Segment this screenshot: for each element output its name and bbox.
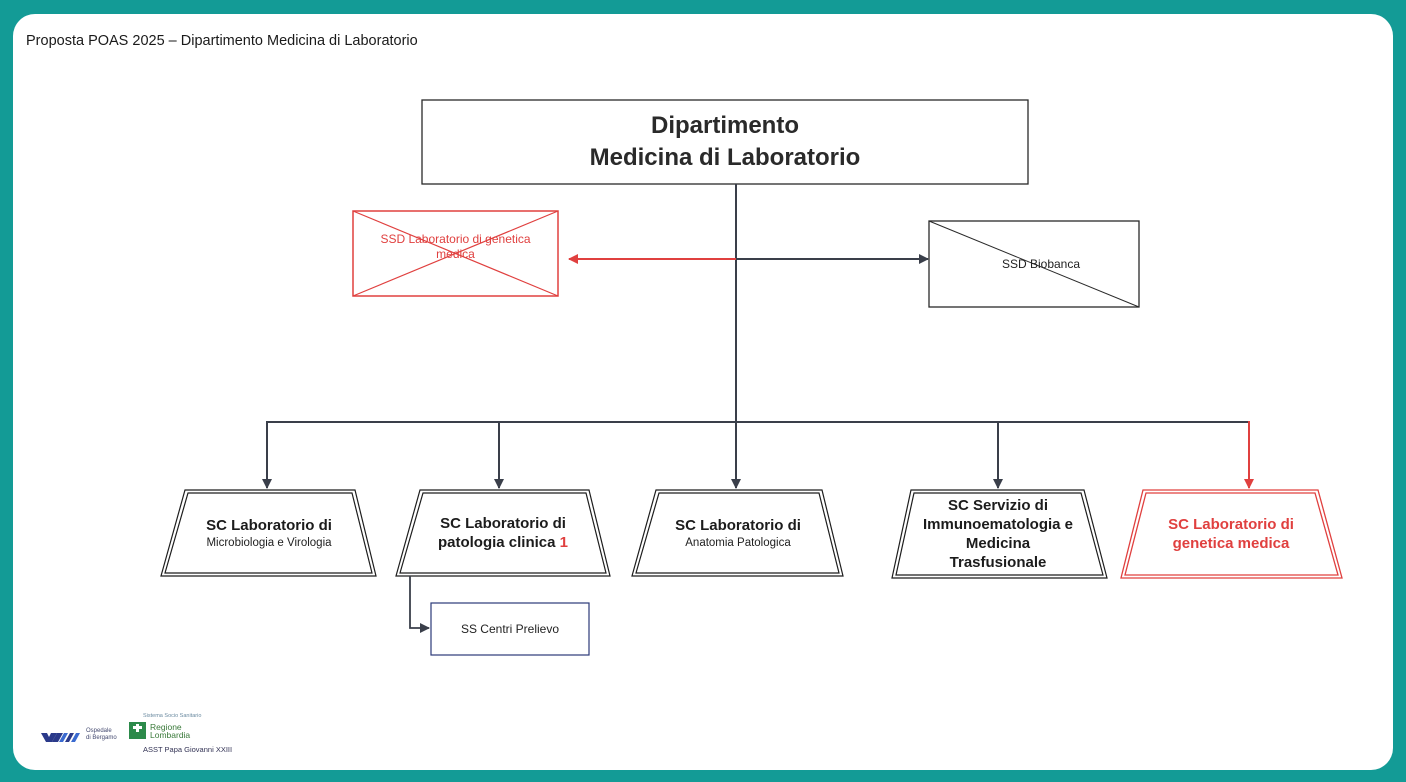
sc-microbiologia-subtitle: Microbiologia e Virologia	[206, 536, 332, 549]
ssd-biobanca-strike	[928, 220, 1140, 308]
sc-patologia-line2: patologia clinica 1	[438, 533, 568, 552]
ssd-genetica-line1: SSD Laboratorio di genetica	[380, 231, 531, 246]
sc-immunoematologia-line3: Medicina	[965, 535, 1031, 552]
sc-immunoematologia-line1: SC Servizio di	[947, 497, 1049, 514]
ssd-genetica-label: SSD Laboratorio di genetica medica	[353, 211, 558, 296]
sc-shape-microbiologia	[160, 489, 377, 577]
department-box	[421, 99, 1029, 185]
ssd-biobanca-label: SSD Biobanca	[929, 221, 1139, 307]
ssd-genetica-cross-2	[352, 210, 559, 297]
sc-patologia-line1: SC Laboratorio di	[440, 515, 566, 532]
department-label: Dipartimento Medicina di Laboratorio	[422, 100, 1028, 184]
page-title: Proposta POAS 2025 – Dipartimento Medici…	[26, 33, 418, 49]
sc-microbiologia-title: SC Laboratorio di	[206, 516, 332, 534]
sc-patologia-label: SC Laboratorio di patologia clinica 1	[408, 492, 598, 574]
sc-immunoematologia-label: SC Servizio di Immunoematologia e Medici…	[900, 492, 1096, 576]
sc-anatomia-title: SC Laboratorio di	[675, 516, 801, 534]
org-chart-slide: Proposta POAS 2025 – Dipartimento Medici…	[13, 14, 1393, 770]
sc-shape-immunoematologia	[891, 489, 1108, 579]
sc-shape-anatomia	[631, 489, 844, 577]
org-chart-diagram	[41, 99, 1343, 742]
sc-shape-patologia	[395, 489, 611, 577]
sc-anatomia-subtitle: Anatomia Patologica	[685, 536, 791, 549]
regione-lombardia-logo-icon	[129, 722, 146, 739]
ss-centri-prelievo-label: SS Centri Prelievo	[431, 603, 589, 655]
asst-logo-text: ASST Papa Giovanni XXIII	[143, 745, 233, 754]
regione-line2: Lombardia	[150, 730, 191, 740]
sc-genetica-line2: genetica medica	[1172, 535, 1290, 552]
ssd-biobanca-text: SSD Biobanca	[1001, 256, 1081, 271]
ss-centri-prelievo-box	[430, 602, 590, 656]
regione-logo-text: Regione Lombardia	[150, 722, 191, 740]
sc-genetica-label: SC Laboratorio di genetica medica	[1131, 492, 1331, 576]
ss-centri-prelievo-text: SS Centri Prelievo	[460, 622, 560, 636]
sc-anatomia-label: SC Laboratorio di Anatomia Patologica	[644, 492, 832, 574]
ospedale-logo-icon	[41, 733, 80, 742]
ospedale-line2: di Bergamo	[86, 735, 117, 741]
ssd-genetica-line2: medica	[436, 246, 475, 261]
sc-immunoematologia-line2: Immunoematologia e	[922, 516, 1074, 533]
sc-genetica-line1: SC Laboratorio di	[1168, 516, 1294, 533]
regione-line1: Regione	[150, 722, 182, 732]
ospedale-line1: Ospedale	[86, 728, 112, 734]
sc-microbiologia-label: SC Laboratorio di Microbiologia e Virolo…	[173, 492, 365, 574]
department-line1: Dipartimento	[650, 112, 799, 139]
ospedale-logo-text: Ospedale di Bergamo	[86, 728, 117, 742]
sc-patologia-line2-text: patologia clinica	[437, 534, 556, 551]
sc-patologia-marker: 1	[559, 534, 569, 551]
system-caption: Sistema Socio Sanitario	[143, 713, 202, 719]
department-line2: Medicina di Laboratorio	[589, 144, 861, 171]
sc-immunoematologia-line4: Trasfusionale	[949, 554, 1047, 571]
sc-shape-genetica	[1120, 489, 1343, 579]
ss-connector	[409, 576, 430, 633]
